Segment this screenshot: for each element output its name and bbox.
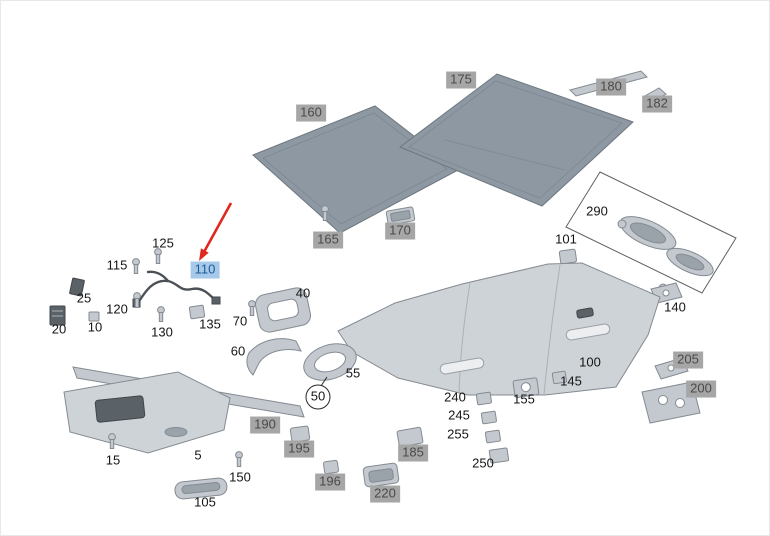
part-label-245[interactable]: 245 xyxy=(448,407,470,423)
part-label-140[interactable]: 140 xyxy=(664,299,686,315)
part-label-60[interactable]: 60 xyxy=(230,343,246,359)
part-label-185[interactable]: 185 xyxy=(398,444,428,462)
part-label-190[interactable]: 190 xyxy=(250,416,280,434)
part-label-130[interactable]: 130 xyxy=(151,324,173,340)
rear-bracket-plate-shape xyxy=(641,381,701,424)
fastener-bolts-shape xyxy=(108,205,329,467)
cube-135-shape xyxy=(188,304,206,320)
part-label-100[interactable]: 100 xyxy=(579,354,601,370)
part-label-5[interactable]: 5 xyxy=(194,447,202,463)
part-label-120[interactable]: 120 xyxy=(106,301,128,317)
part-label-40[interactable]: 40 xyxy=(295,285,311,301)
part-label-25[interactable]: 25 xyxy=(76,290,92,306)
part-label-250[interactable]: 250 xyxy=(472,455,494,471)
curved-bracket-shape xyxy=(246,338,302,376)
sunglasses-console-shape xyxy=(303,343,357,381)
pointer-arrow xyxy=(199,202,233,261)
part-label-182[interactable]: 182 xyxy=(642,95,672,113)
part-label-115[interactable]: 115 xyxy=(106,257,128,273)
part-label-170[interactable]: 170 xyxy=(385,222,415,240)
part-label-165[interactable]: 165 xyxy=(313,231,343,249)
trim-panel-105-shape xyxy=(174,477,228,500)
part-label-255[interactable]: 255 xyxy=(447,426,469,442)
part-label-135[interactable]: 135 xyxy=(199,316,221,332)
clip-145-shape xyxy=(551,370,567,385)
part-label-125[interactable]: 125 xyxy=(152,235,174,251)
part-label-155[interactable]: 155 xyxy=(513,391,535,407)
part-label-110[interactable]: 110 xyxy=(190,261,220,279)
part-label-196[interactable]: 196 xyxy=(315,473,345,491)
part-label-200[interactable]: 200 xyxy=(686,380,716,398)
part-label-105[interactable]: 105 xyxy=(194,494,216,510)
part-label-180[interactable]: 180 xyxy=(596,78,626,96)
part-label-101[interactable]: 101 xyxy=(555,231,577,247)
module-20-shape xyxy=(49,305,66,326)
part-label-160[interactable]: 160 xyxy=(296,104,326,122)
bracket-155-shape xyxy=(512,377,540,398)
roof-glass-rear-shape xyxy=(399,73,634,207)
part-label-145[interactable]: 145 xyxy=(560,373,582,389)
clip-10-shape xyxy=(88,311,100,322)
tray-220-shape xyxy=(362,462,400,488)
handle-frame-shape xyxy=(254,287,312,333)
roof-tray-shape xyxy=(385,206,416,226)
part-label-55[interactable]: 55 xyxy=(345,365,361,381)
part-label-70[interactable]: 70 xyxy=(232,313,248,329)
headliner-panel-shape xyxy=(337,262,661,396)
part-label-220[interactable]: 220 xyxy=(370,485,400,503)
part-label-195[interactable]: 195 xyxy=(284,440,314,458)
part-label-205[interactable]: 205 xyxy=(673,351,703,369)
front-headliner-section-shape xyxy=(63,371,231,454)
part-label-240[interactable]: 240 xyxy=(444,389,466,405)
part-label-20[interactable]: 20 xyxy=(51,321,67,337)
part-label-50[interactable]: 50 xyxy=(305,384,331,410)
part-label-175[interactable]: 175 xyxy=(446,71,476,89)
clip-stack-shape xyxy=(475,391,510,464)
part-label-10[interactable]: 10 xyxy=(87,319,103,335)
block-25-shape xyxy=(69,277,85,297)
part-label-150[interactable]: 150 xyxy=(229,469,251,485)
overhead-speaker-assembly-shape xyxy=(565,171,737,294)
clip-196-shape xyxy=(322,459,340,475)
part-label-290[interactable]: 290 xyxy=(586,203,608,219)
part-label-15[interactable]: 15 xyxy=(105,452,121,468)
